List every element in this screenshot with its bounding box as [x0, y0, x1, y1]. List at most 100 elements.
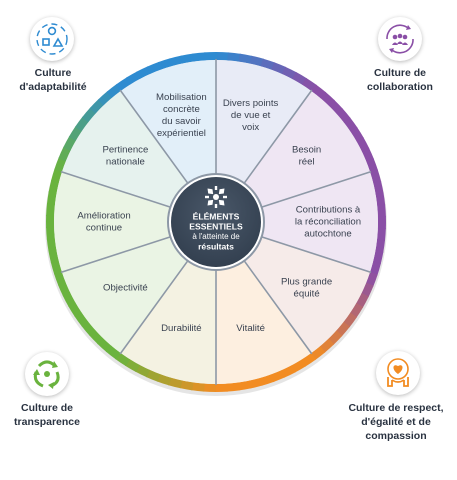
- rim-arc: [125, 71, 141, 85]
- culture-collaboration-label: Culture de collaboration: [350, 66, 450, 94]
- segment-dividers: [60, 59, 372, 385]
- rim-arc: [320, 91, 335, 107]
- rim-arc: [301, 77, 317, 92]
- segment-divider: [60, 235, 173, 274]
- rim-arc: [169, 55, 184, 67]
- rim-arc: [248, 377, 263, 389]
- segment-label-line: Pertinence: [102, 145, 148, 156]
- rim-arc: [361, 282, 374, 298]
- segment-divider: [259, 235, 372, 274]
- rim-arc: [271, 62, 287, 75]
- rim-arc: [280, 365, 296, 378]
- culture-transparency-line2: transparence: [14, 416, 80, 428]
- rim-arc: [361, 147, 375, 163]
- segment-label-line: continue: [86, 223, 122, 234]
- culture-respect-line3: compassion: [365, 430, 427, 442]
- rim-arc: [179, 380, 194, 391]
- segment-label-line: Besoin: [292, 145, 321, 156]
- rim-arc: [192, 52, 206, 62]
- culture-respect-line2: d'égalité et de: [361, 416, 431, 428]
- hub-title-line: ESSENTIELS: [189, 221, 243, 231]
- segment-label-line: Plus grande: [281, 276, 332, 287]
- segment-divider: [242, 89, 313, 186]
- rim-arc: [336, 108, 351, 124]
- rim-arc: [48, 249, 59, 264]
- wheel-segment: [259, 171, 379, 273]
- rim-arc: [350, 126, 364, 142]
- wheel-segment: [53, 171, 173, 273]
- rim-arc: [377, 216, 386, 230]
- rim-arc: [82, 107, 97, 123]
- rim-arc: [310, 346, 326, 361]
- rim-arc: [68, 302, 82, 318]
- segment-label-line: Vitalité: [236, 323, 265, 334]
- wheel-segment: [243, 90, 371, 208]
- segment-label-line: du savoir: [162, 116, 202, 127]
- rim-arc: [342, 312, 357, 328]
- rim-arc: [202, 383, 216, 393]
- segment-divider: [242, 258, 313, 355]
- rim-arc: [300, 353, 316, 367]
- segment-label-line: la réconciliation: [295, 217, 361, 228]
- rim-arc: [58, 146, 71, 162]
- rim-arc: [355, 293, 369, 309]
- hub-title-line: ÉLÉMENTS: [193, 211, 240, 221]
- segment-divider: [119, 89, 190, 186]
- rim-arc: [135, 364, 151, 378]
- segment-label-line: Durabilité: [161, 323, 202, 334]
- wheel-segments: [53, 60, 379, 384]
- segment-label-line: concrète: [163, 104, 200, 115]
- recycle-arrows-icon: [25, 352, 69, 396]
- segment-label-line: Amélioration: [77, 211, 130, 222]
- segment-label-line: voix: [242, 122, 259, 133]
- rim-arc: [370, 169, 382, 184]
- rim-arc: [216, 52, 230, 61]
- rim-arc: [377, 204, 386, 218]
- rim-arc: [97, 337, 112, 353]
- rim-arc: [227, 52, 241, 62]
- segment-label-line: Objectivité: [103, 282, 148, 293]
- wheel-segment: [120, 60, 216, 185]
- rim-arc: [281, 66, 297, 80]
- rim-arc: [46, 237, 57, 252]
- rim-arc: [62, 291, 76, 307]
- culture-respect-line1: Culture de respect,: [348, 402, 444, 414]
- rim-arc: [146, 61, 162, 75]
- segment-label-line: expérientiel: [157, 128, 206, 139]
- rim-arc: [63, 135, 77, 151]
- hands-heart-icon: [376, 351, 420, 395]
- rim-arc: [249, 55, 264, 67]
- rim-arc: [270, 369, 286, 383]
- rim-arc: [74, 311, 89, 327]
- rim-arc: [97, 91, 113, 106]
- wheel-segment: [216, 60, 312, 185]
- rim-arc: [238, 53, 253, 64]
- rim-arc: [54, 157, 67, 172]
- rim-arc: [81, 320, 96, 336]
- rim-arc: [191, 382, 205, 392]
- rim-arc: [226, 382, 240, 392]
- segment-label-line: Contributions à: [296, 205, 361, 216]
- rim-arc: [106, 83, 122, 98]
- rim-arc: [260, 58, 276, 71]
- rim-arc: [46, 203, 56, 217]
- culture-adaptability-label: Culture d'adaptabilité: [8, 66, 98, 94]
- rim-arc: [68, 125, 83, 141]
- rim-arc: [89, 98, 105, 114]
- rim-arc: [291, 359, 307, 373]
- rim-arc: [105, 345, 121, 360]
- culture-transparency-line1: Culture de: [21, 402, 73, 414]
- rim-arc: [373, 180, 384, 195]
- rim-arc: [372, 250, 384, 265]
- rim-arc: [53, 270, 66, 286]
- rim-arc: [145, 369, 161, 382]
- rim-arc: [376, 227, 386, 241]
- segment-label-line: Mobilisation: [156, 92, 207, 103]
- culture-adaptability-line2: d'adaptabilité: [19, 81, 87, 93]
- rim-arc: [46, 191, 57, 206]
- wheel-segment: [120, 259, 216, 384]
- rim-arc: [343, 117, 358, 133]
- hub-disc: [171, 177, 261, 267]
